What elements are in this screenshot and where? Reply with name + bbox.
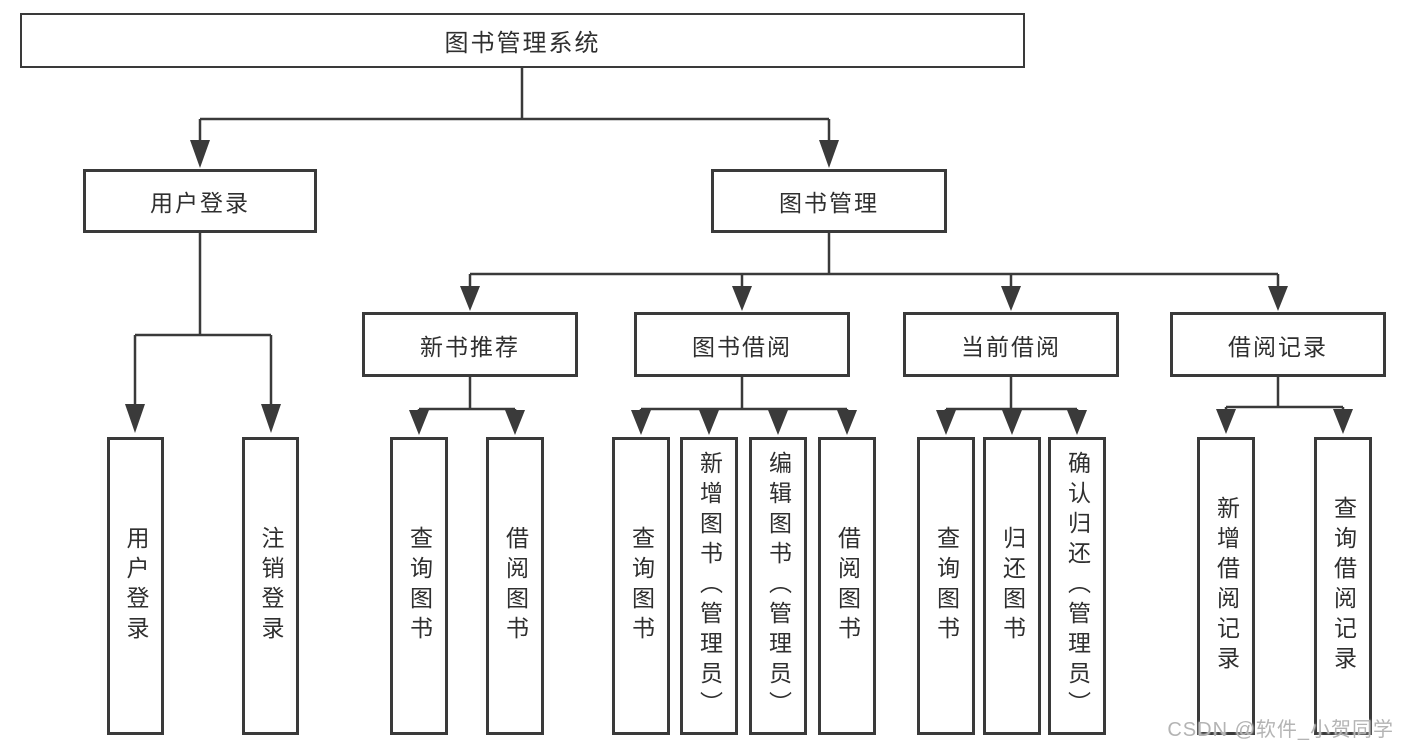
node-logout: 注销登录 [242, 437, 299, 735]
node-cb-confirm-return: 确认归还（管理员） [1048, 437, 1106, 735]
node-root: 图书管理系统 [20, 13, 1025, 68]
node-bb-add-books-label: 新增图书（管理员） [696, 451, 723, 721]
connector-book-mgmt-groups [460, 233, 1288, 311]
node-book-mgmt: 图书管理 [711, 169, 947, 233]
node-br-query-record: 查询借阅记录 [1314, 437, 1372, 735]
node-bb-add-books: 新增图书（管理员） [680, 437, 738, 735]
node-cb-query-books: 查询图书 [917, 437, 975, 735]
arrowhead-nb-query [409, 410, 429, 435]
node-bb-borrow-books-label: 借阅图书 [834, 526, 861, 646]
node-current-borrow: 当前借阅 [903, 312, 1119, 377]
arrowhead-book-borrow [732, 286, 752, 311]
node-root-label: 图书管理系统 [444, 30, 601, 57]
arrowhead-cb-return [1002, 410, 1022, 435]
arrowhead-current-borrow [1001, 286, 1021, 311]
node-br-add-record-label: 新增借阅记录 [1213, 496, 1240, 676]
arrowhead-book-mgmt [819, 140, 839, 168]
node-user-login-label: 用户登录 [150, 190, 250, 216]
node-bb-borrow-books: 借阅图书 [818, 437, 876, 735]
node-current-borrow-label: 当前借阅 [961, 333, 1061, 360]
node-cb-return-books: 归还图书 [983, 437, 1041, 735]
connector-new-book-rec-children [409, 377, 525, 435]
arrowhead-borrow-record [1268, 286, 1288, 311]
connector-current-borrow-children [936, 377, 1087, 435]
arrowhead-nb-borrow [505, 410, 525, 435]
connector-root-to-level2 [190, 68, 839, 168]
arrowhead-bb-query [631, 410, 651, 435]
arrowhead-br-add [1216, 409, 1236, 434]
node-nb-borrow-books: 借阅图书 [486, 437, 544, 735]
arrowhead-br-query [1333, 409, 1353, 434]
node-book-borrow-label: 图书借阅 [692, 333, 792, 360]
node-book-mgmt-label: 图书管理 [779, 190, 879, 216]
arrowhead-bb-edit [768, 410, 788, 435]
node-login-label: 用户登录 [123, 526, 149, 646]
node-bb-query-books-label: 查询图书 [628, 526, 655, 646]
node-user-login: 用户登录 [83, 169, 317, 233]
node-new-book-rec-label: 新书推荐 [420, 333, 520, 360]
node-new-book-rec: 新书推荐 [362, 312, 578, 377]
node-nb-borrow-books-label: 借阅图书 [502, 526, 529, 646]
arrowhead-new-book-rec [460, 286, 480, 311]
node-br-add-record: 新增借阅记录 [1197, 437, 1255, 735]
node-bb-edit-books: 编辑图书（管理员） [749, 437, 807, 735]
node-nb-query-books: 查询图书 [390, 437, 448, 735]
node-br-query-record-label: 查询借阅记录 [1330, 496, 1357, 676]
node-cb-confirm-return-label: 确认归还（管理员） [1064, 451, 1091, 721]
connector-user-login-children [125, 233, 281, 433]
csdn-watermark: CSDN @软件_小贺同学 [1167, 719, 1394, 741]
node-bb-query-books: 查询图书 [612, 437, 670, 735]
node-cb-return-books-label: 归还图书 [999, 526, 1026, 646]
node-bb-edit-books-label: 编辑图书（管理员） [765, 451, 792, 721]
node-logout-label: 注销登录 [258, 526, 284, 646]
node-borrow-record: 借阅记录 [1170, 312, 1386, 377]
node-nb-query-books-label: 查询图书 [406, 526, 433, 646]
node-cb-query-books-label: 查询图书 [933, 526, 960, 646]
node-book-borrow: 图书借阅 [634, 312, 850, 377]
arrowhead-cb-confirm [1067, 410, 1087, 435]
node-borrow-record-label: 借阅记录 [1228, 333, 1328, 360]
arrowhead-user-login [190, 140, 210, 168]
connector-book-borrow-children [631, 377, 857, 435]
arrowhead-login [125, 404, 145, 433]
arrowhead-bb-borrow [837, 410, 857, 435]
arrowhead-cb-query [936, 410, 956, 435]
arrowhead-logout [261, 404, 281, 433]
arrowhead-bb-add [699, 410, 719, 435]
node-login: 用户登录 [107, 437, 164, 735]
connector-borrow-record-children [1216, 377, 1353, 434]
